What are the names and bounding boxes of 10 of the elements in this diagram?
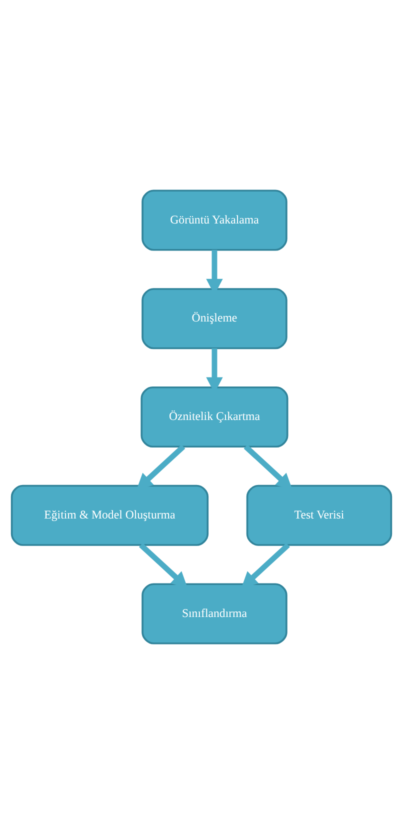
node-box: Önişleme [142, 288, 288, 349]
arrow [241, 542, 290, 588]
node-box: Eğitim & Model Oluşturma [10, 484, 209, 546]
arrow [136, 444, 186, 490]
arrow [244, 444, 292, 490]
node-box: Öznitelik Çıkartma [140, 386, 288, 448]
node-box: Görüntü Yakalama [142, 189, 288, 250]
node-box: Test Verisi [246, 484, 392, 546]
node-box: Sınıflandırma [142, 582, 288, 644]
arrow [139, 542, 188, 588]
